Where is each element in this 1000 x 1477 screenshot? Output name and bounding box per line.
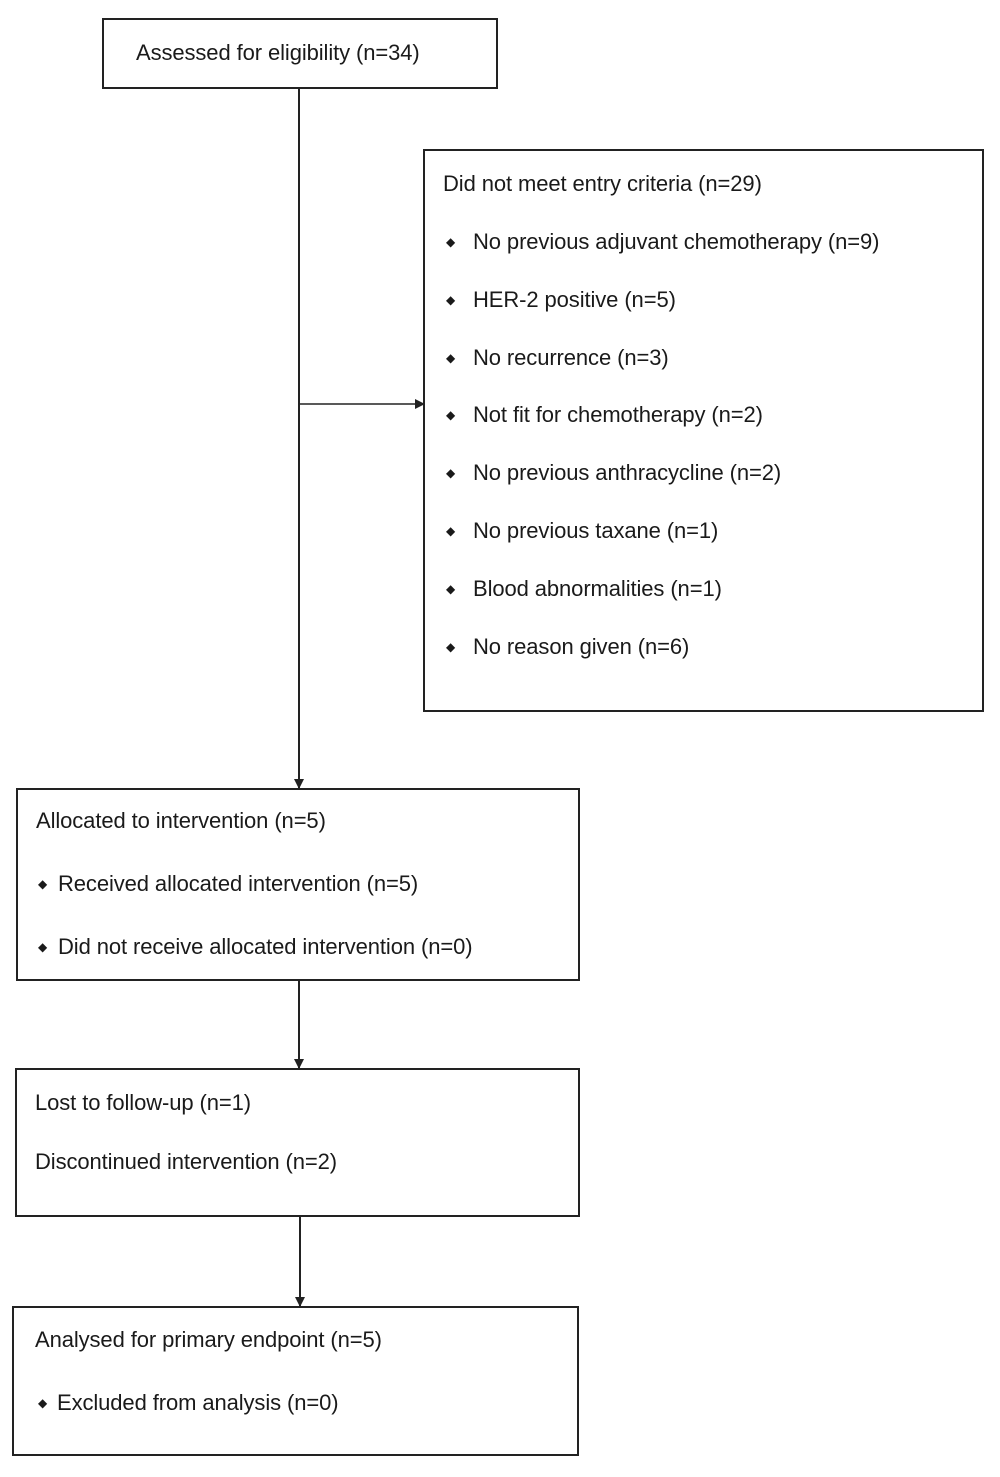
assessed-box: Assessed for eligibility (n=34) [102,18,498,89]
followup-box: Lost to follow-up (n=1) Discontinued int… [15,1068,580,1217]
lost-to-followup: Lost to follow-up (n=1) [35,1090,251,1115]
bullet-icon: ◆ [38,877,48,891]
excluded-item: No reason given (n=6) [473,634,690,659]
excluded-item: Not fit for chemotherapy (n=2) [473,402,763,427]
bullet-icon: ◆ [446,640,456,654]
analysis-box: Analysed for primary endpoint (n=5) ◆ Ex… [12,1306,579,1456]
allocated-title: Allocated to intervention (n=5) [36,808,326,833]
analysis-title: Analysed for primary endpoint (n=5) [35,1327,382,1352]
bullet-icon: ◆ [446,351,456,365]
bullet-icon: ◆ [446,408,456,422]
discontinued-intervention: Discontinued intervention (n=2) [35,1149,338,1174]
excluded-item: No recurrence (n=3) [473,345,669,370]
bullet-icon: ◆ [446,235,456,249]
analysis-item: Excluded from analysis (n=0) [57,1390,339,1415]
bullet-icon: ◆ [38,940,48,954]
excluded-item: No previous taxane (n=1) [473,518,719,543]
excluded-box: Did not meet entry criteria (n=29) ◆ No … [423,149,984,712]
excluded-item: HER-2 positive (n=5) [473,287,676,312]
bullet-icon: ◆ [446,524,456,538]
excluded-item: No previous adjuvant chemotherapy (n=9) [473,229,880,254]
excluded-item: No previous anthracycline (n=2) [473,460,782,485]
bullet-icon: ◆ [446,466,456,480]
excluded-title: Did not meet entry criteria (n=29) [443,171,762,196]
allocated-box: Allocated to intervention (n=5) ◆ Receiv… [16,788,580,981]
excluded-item: Blood abnormalities (n=1) [473,576,722,601]
assessed-label: Assessed for eligibility (n=34) [136,40,420,65]
allocated-item: Received allocated intervention (n=5) [58,871,419,896]
bullet-icon: ◆ [446,293,456,307]
bullet-icon: ◆ [446,582,456,596]
bullet-icon: ◆ [38,1396,48,1410]
allocated-item: Did not receive allocated intervention (… [58,934,473,959]
